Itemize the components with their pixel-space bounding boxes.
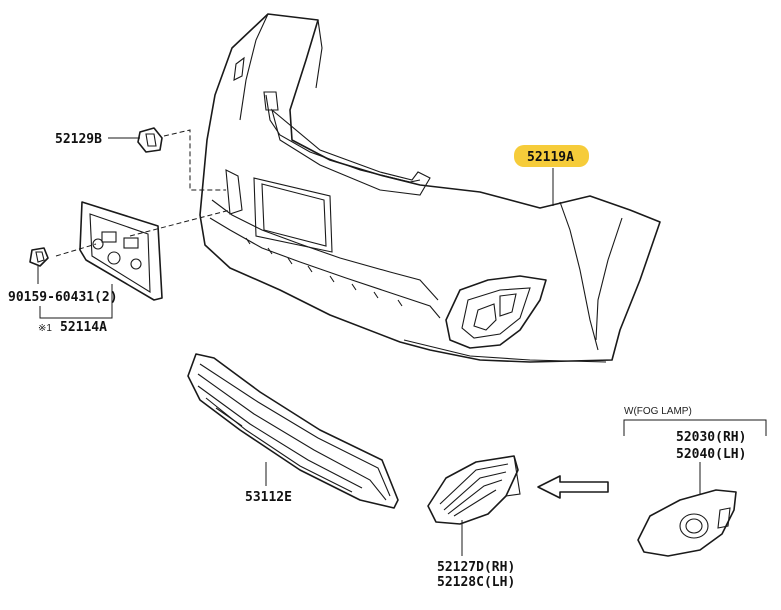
label-53112e: 53112E <box>245 490 292 505</box>
fog-lamp-cover[interactable] <box>637 489 737 557</box>
label-52119a: 52119A <box>527 150 574 165</box>
label-fog-lamp: W(FOG LAMP) <box>624 406 692 417</box>
lower-grille[interactable] <box>187 353 399 509</box>
note-mark: ※1 <box>38 323 52 334</box>
label-52127d: 52127D(RH) <box>437 560 515 575</box>
label-highlight <box>514 145 589 167</box>
hollow-left-arrow-icon <box>537 475 609 499</box>
bumper-cover[interactable] <box>199 13 661 363</box>
retainer-clip[interactable] <box>137 127 163 153</box>
bolt[interactable] <box>29 247 49 267</box>
label-52030: 52030(RH) <box>676 430 746 445</box>
label-52040: 52040(LH) <box>676 447 746 462</box>
license-bracket[interactable] <box>79 201 163 301</box>
label-52114a: 52114A <box>60 320 107 335</box>
label-90159-60431: 90159-60431(2) <box>8 290 118 305</box>
side-grille[interactable] <box>427 455 521 525</box>
label-52128c: 52128C(LH) <box>437 575 515 590</box>
label-52129b: 52129B <box>55 132 102 147</box>
callout-52119a[interactable]: 52119A <box>514 145 589 206</box>
group-bracket <box>623 419 767 436</box>
